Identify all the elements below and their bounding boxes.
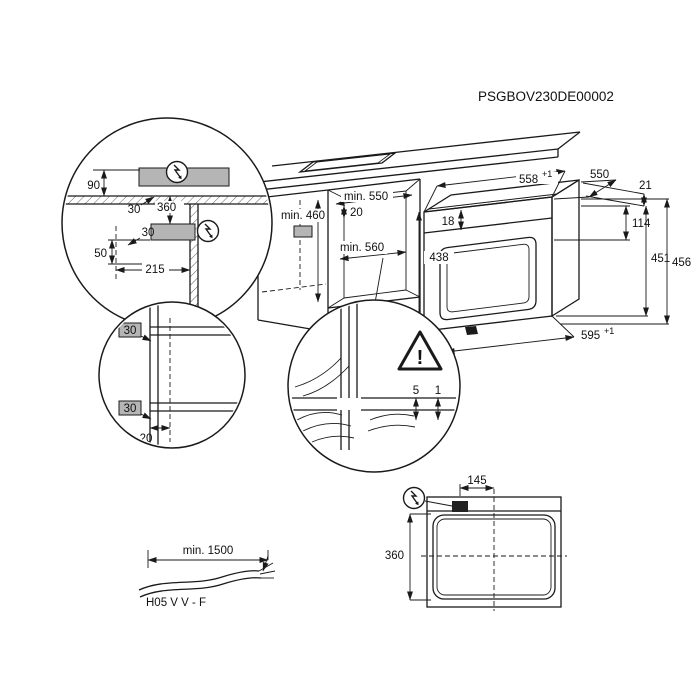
- dim-1: 1: [435, 385, 441, 397]
- dim-18: 18: [442, 216, 455, 228]
- dim-min-560: min. 560: [340, 242, 384, 254]
- oven-top-view: 145 360: [385, 475, 567, 611]
- dim-550: 550: [590, 169, 609, 181]
- spacer-block: [118, 400, 142, 416]
- dim-5: 5: [413, 385, 419, 397]
- spacer-block: [118, 322, 142, 338]
- warning-triangle-icon: !: [397, 330, 443, 371]
- warning-mark: !: [417, 347, 424, 369]
- detail-connector-line: [374, 257, 384, 304]
- power-connection-icon: [165, 160, 189, 184]
- detail-cable-routing: ! 5 1: [287, 299, 461, 473]
- cabinet-niche-drawing: min. 460 min. 550 20 min. 560: [249, 131, 581, 333]
- dim-min-1500: min. 1500: [183, 545, 234, 557]
- power-connection-icon: [402, 486, 426, 510]
- power-cable-drawing: min. 1500 H05 V V - F: [138, 545, 276, 609]
- dim-30-mid: 30: [142, 227, 155, 239]
- dim-30-upper: 30: [124, 325, 137, 337]
- oven-foot: [465, 326, 478, 335]
- dim-558: 558: [519, 174, 538, 186]
- dim-558-tolerance: +1: [542, 169, 552, 179]
- oven-door: [439, 236, 537, 321]
- dim-438: 438: [429, 252, 448, 264]
- dim-595: 595: [581, 330, 600, 342]
- oven-isometric: 558 +1 550 21 18 114 438 451 456: [416, 169, 691, 354]
- dim-20-gap: 20: [350, 207, 363, 219]
- dim-30-top: 30: [128, 204, 141, 216]
- detail-cabinet-corner: 30 30 20: [98, 301, 246, 449]
- detail-counter-section: 90 30 360 30 50 215: [61, 117, 273, 329]
- dim-30-lower: 30: [124, 403, 137, 415]
- oven-side-face: [551, 178, 580, 318]
- dim-min-550: min. 550: [344, 191, 388, 203]
- socket-box-below-counter: [150, 223, 196, 241]
- dim-595-tolerance: +1: [604, 326, 614, 336]
- mains-terminal-box: [452, 501, 468, 512]
- dim-21: 21: [639, 180, 652, 192]
- dim-114: 114: [632, 218, 651, 230]
- power-connection-icon: [196, 219, 220, 243]
- dim-360-top-view: 360: [385, 550, 404, 562]
- control-panel-edge: [423, 217, 553, 234]
- mains-cable: [138, 562, 276, 598]
- dim-50: 50: [94, 248, 107, 260]
- counter-cutout: [297, 152, 398, 173]
- dim-215: 215: [145, 264, 164, 276]
- dim-360: 360: [157, 202, 176, 214]
- dim-90: 90: [87, 180, 100, 192]
- detail-circle: [61, 117, 273, 329]
- socket-position-marker: [293, 225, 313, 238]
- dim-145: 145: [467, 475, 486, 487]
- dim-456: 456: [672, 257, 691, 269]
- dim-min-460: min. 460: [281, 210, 325, 222]
- document-code: PSGBOV230DE00002: [478, 89, 614, 104]
- detail-circle: [98, 301, 246, 449]
- cable-type-label: H05 V V - F: [146, 597, 206, 609]
